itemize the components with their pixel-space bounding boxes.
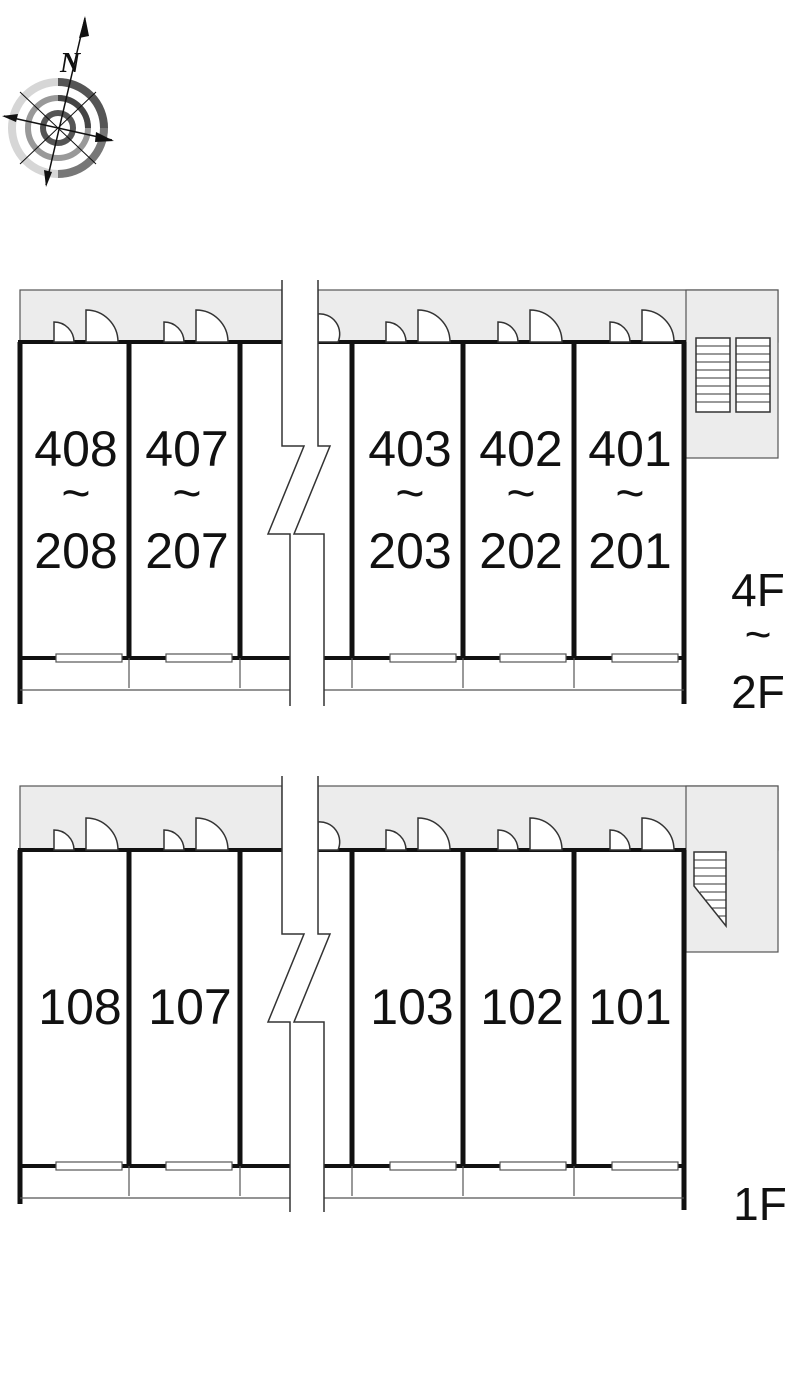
unit-upper-bottom: 208 — [34, 523, 117, 579]
upper-stairs — [695, 337, 771, 413]
ground-stairs — [693, 851, 727, 929]
floor-label-ground: 1F — [733, 1178, 787, 1230]
ground-doors — [53, 817, 675, 851]
floor-labels: 4F ~ 2F 1F — [731, 564, 787, 1230]
unit-ground-label: 103 — [370, 979, 453, 1035]
unit-upper-bottom: 202 — [479, 523, 562, 579]
unit-ground-label: 107 — [148, 979, 231, 1035]
floor-label-bottom: 2F — [731, 666, 785, 718]
ground-break-symbol — [266, 776, 332, 1212]
unit-ground-label: 108 — [38, 979, 121, 1035]
unit-ground-label: 102 — [480, 979, 563, 1035]
ground-balcony — [20, 1161, 684, 1199]
unit-upper-sep: ~ — [172, 465, 201, 521]
upper-balcony — [20, 653, 684, 691]
floor-label-top: 4F — [731, 564, 785, 616]
upper-unit-labels: 408 ~ 208 407 ~ 207 403 ~ 203 402 ~ 202 … — [34, 421, 671, 579]
unit-upper-top: 402 — [479, 421, 562, 477]
unit-upper-bottom: 201 — [588, 523, 671, 579]
upper-walls — [17, 340, 687, 704]
unit-upper-top: 401 — [588, 421, 671, 477]
upper-doors — [53, 309, 675, 343]
floor-label-sep: ~ — [745, 608, 772, 660]
unit-upper-bottom: 207 — [145, 523, 228, 579]
unit-upper-top: 403 — [368, 421, 451, 477]
north-label: N — [59, 48, 82, 79]
compass-icon — [2, 16, 114, 187]
ground-corridor — [19, 785, 779, 953]
unit-upper-sep: ~ — [506, 465, 535, 521]
upper-floor-plan — [17, 280, 779, 706]
unit-upper-top: 408 — [34, 421, 117, 477]
unit-upper-sep: ~ — [395, 465, 424, 521]
unit-upper-top: 407 — [145, 421, 228, 477]
unit-ground-label: 101 — [588, 979, 671, 1035]
ground-floor-plan — [17, 776, 779, 1212]
unit-upper-sep: ~ — [61, 465, 90, 521]
upper-break-symbol — [266, 280, 332, 706]
unit-upper-bottom: 203 — [368, 523, 451, 579]
unit-upper-sep: ~ — [615, 465, 644, 521]
ground-unit-labels: 108 107 103 102 101 — [38, 979, 671, 1035]
